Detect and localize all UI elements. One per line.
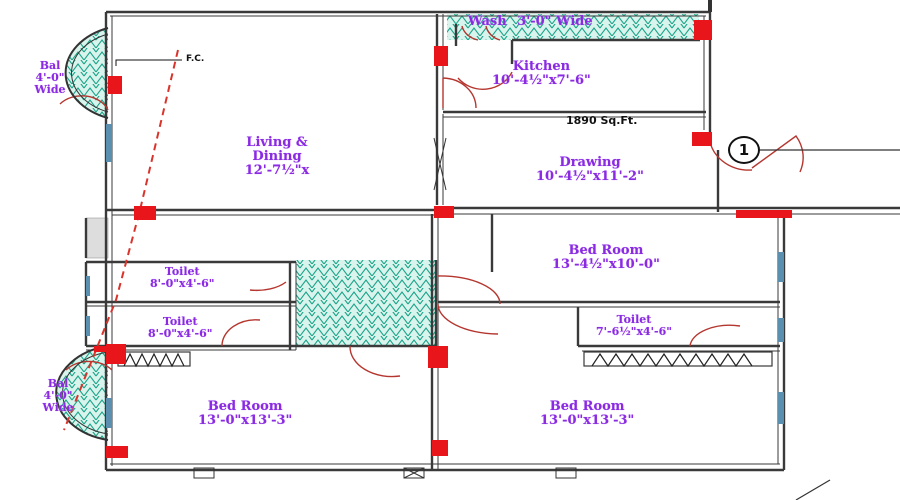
bedroom-bl-name: Bed Room xyxy=(207,399,283,414)
door-swings xyxy=(59,25,804,378)
label-balcony-top: Bal 4'-0" Wide xyxy=(22,60,78,96)
stair-hatch xyxy=(85,217,109,259)
misc-marks xyxy=(193,137,577,479)
kitchen-name: Kitchen xyxy=(512,59,571,74)
balcony-rails xyxy=(55,27,109,441)
label-bedroom-top-right: Bed Room 13'-4½"x10'-0" xyxy=(552,244,660,272)
label-bedroom-bottom-right: Bed Room 13'-0"x13'-3" xyxy=(540,400,634,428)
balcony-bottom-floor xyxy=(56,346,108,440)
fc-leader xyxy=(115,59,182,66)
entrance-number: 1 xyxy=(728,136,760,164)
columns xyxy=(94,20,792,458)
bedroom-bl-dims: 13'-0"x13'-3" xyxy=(198,413,293,428)
bedroom-tr-dims: 13'-4½"x10'-0" xyxy=(552,257,660,272)
living-dims: 12'-7½"x xyxy=(244,163,310,178)
corner-stroke xyxy=(795,479,831,500)
label-balcony-bottom: Bal 4'-0" Wide xyxy=(30,378,86,414)
toilet-ll-name: Toilet xyxy=(162,315,198,328)
wardrobe-marks xyxy=(123,352,753,368)
toilet-ll-dims: 8'-0"x4'-6" xyxy=(148,327,213,340)
toilet-lu-dims: 8'-0"x4'-6" xyxy=(150,277,215,290)
toilet-lu-name: Toilet xyxy=(164,265,200,278)
label-toilet-left-upper: Toilet 8'-0"x4'-6" xyxy=(150,266,215,290)
area-label: 1890 Sq.Ft. xyxy=(566,114,638,127)
drawing-dims: 10'-4½"x11'-2" xyxy=(536,169,644,184)
kitchen-dims: 10'-4½"x7'-6" xyxy=(492,73,591,88)
label-kitchen: Kitchen 10'-4½"x7'-6" xyxy=(492,60,591,88)
toilet-r-name: Toilet xyxy=(616,313,652,326)
fc-label: F.C. xyxy=(186,54,205,64)
label-living-dining: Living & Dining 12'-7½"x xyxy=(172,136,382,178)
windows xyxy=(86,0,784,428)
bal-top-dims: 4'-0" Wide xyxy=(34,71,66,96)
bal-top-name: Bal xyxy=(39,59,61,72)
label-bedroom-bottom-left: Bed Room 13'-0"x13'-3" xyxy=(198,400,292,428)
bedroom-tr-name: Bed Room xyxy=(568,243,644,258)
living-name: Living & Dining xyxy=(246,135,308,164)
bedroom-br-name: Bed Room xyxy=(549,399,625,414)
label-drawing: Drawing 10'-4½"x11'-2" xyxy=(536,156,644,184)
hatched-areas xyxy=(56,14,699,440)
wash-dims: 3'-0" Wide xyxy=(517,14,593,29)
bedroom-br-dims: 13'-0"x13'-3" xyxy=(540,413,635,428)
shaft-area xyxy=(296,260,436,346)
label-wash: Wash 3'-0" Wide xyxy=(468,15,593,29)
wash-name: Wash xyxy=(468,14,507,29)
label-toilet-right: Toilet 7'-6½"x4'-6" xyxy=(596,314,672,338)
label-toilet-left-lower: Toilet 8'-0"x4'-6" xyxy=(148,316,213,340)
bal-bottom-dims: 4'-0" Wide xyxy=(42,389,74,414)
bal-bottom-name: Bal xyxy=(47,377,69,390)
drawing-name: Drawing xyxy=(559,155,621,170)
section-cut-line xyxy=(63,49,179,431)
toilet-r-dims: 7'-6½"x4'-6" xyxy=(596,325,672,338)
wash-area xyxy=(447,14,699,40)
